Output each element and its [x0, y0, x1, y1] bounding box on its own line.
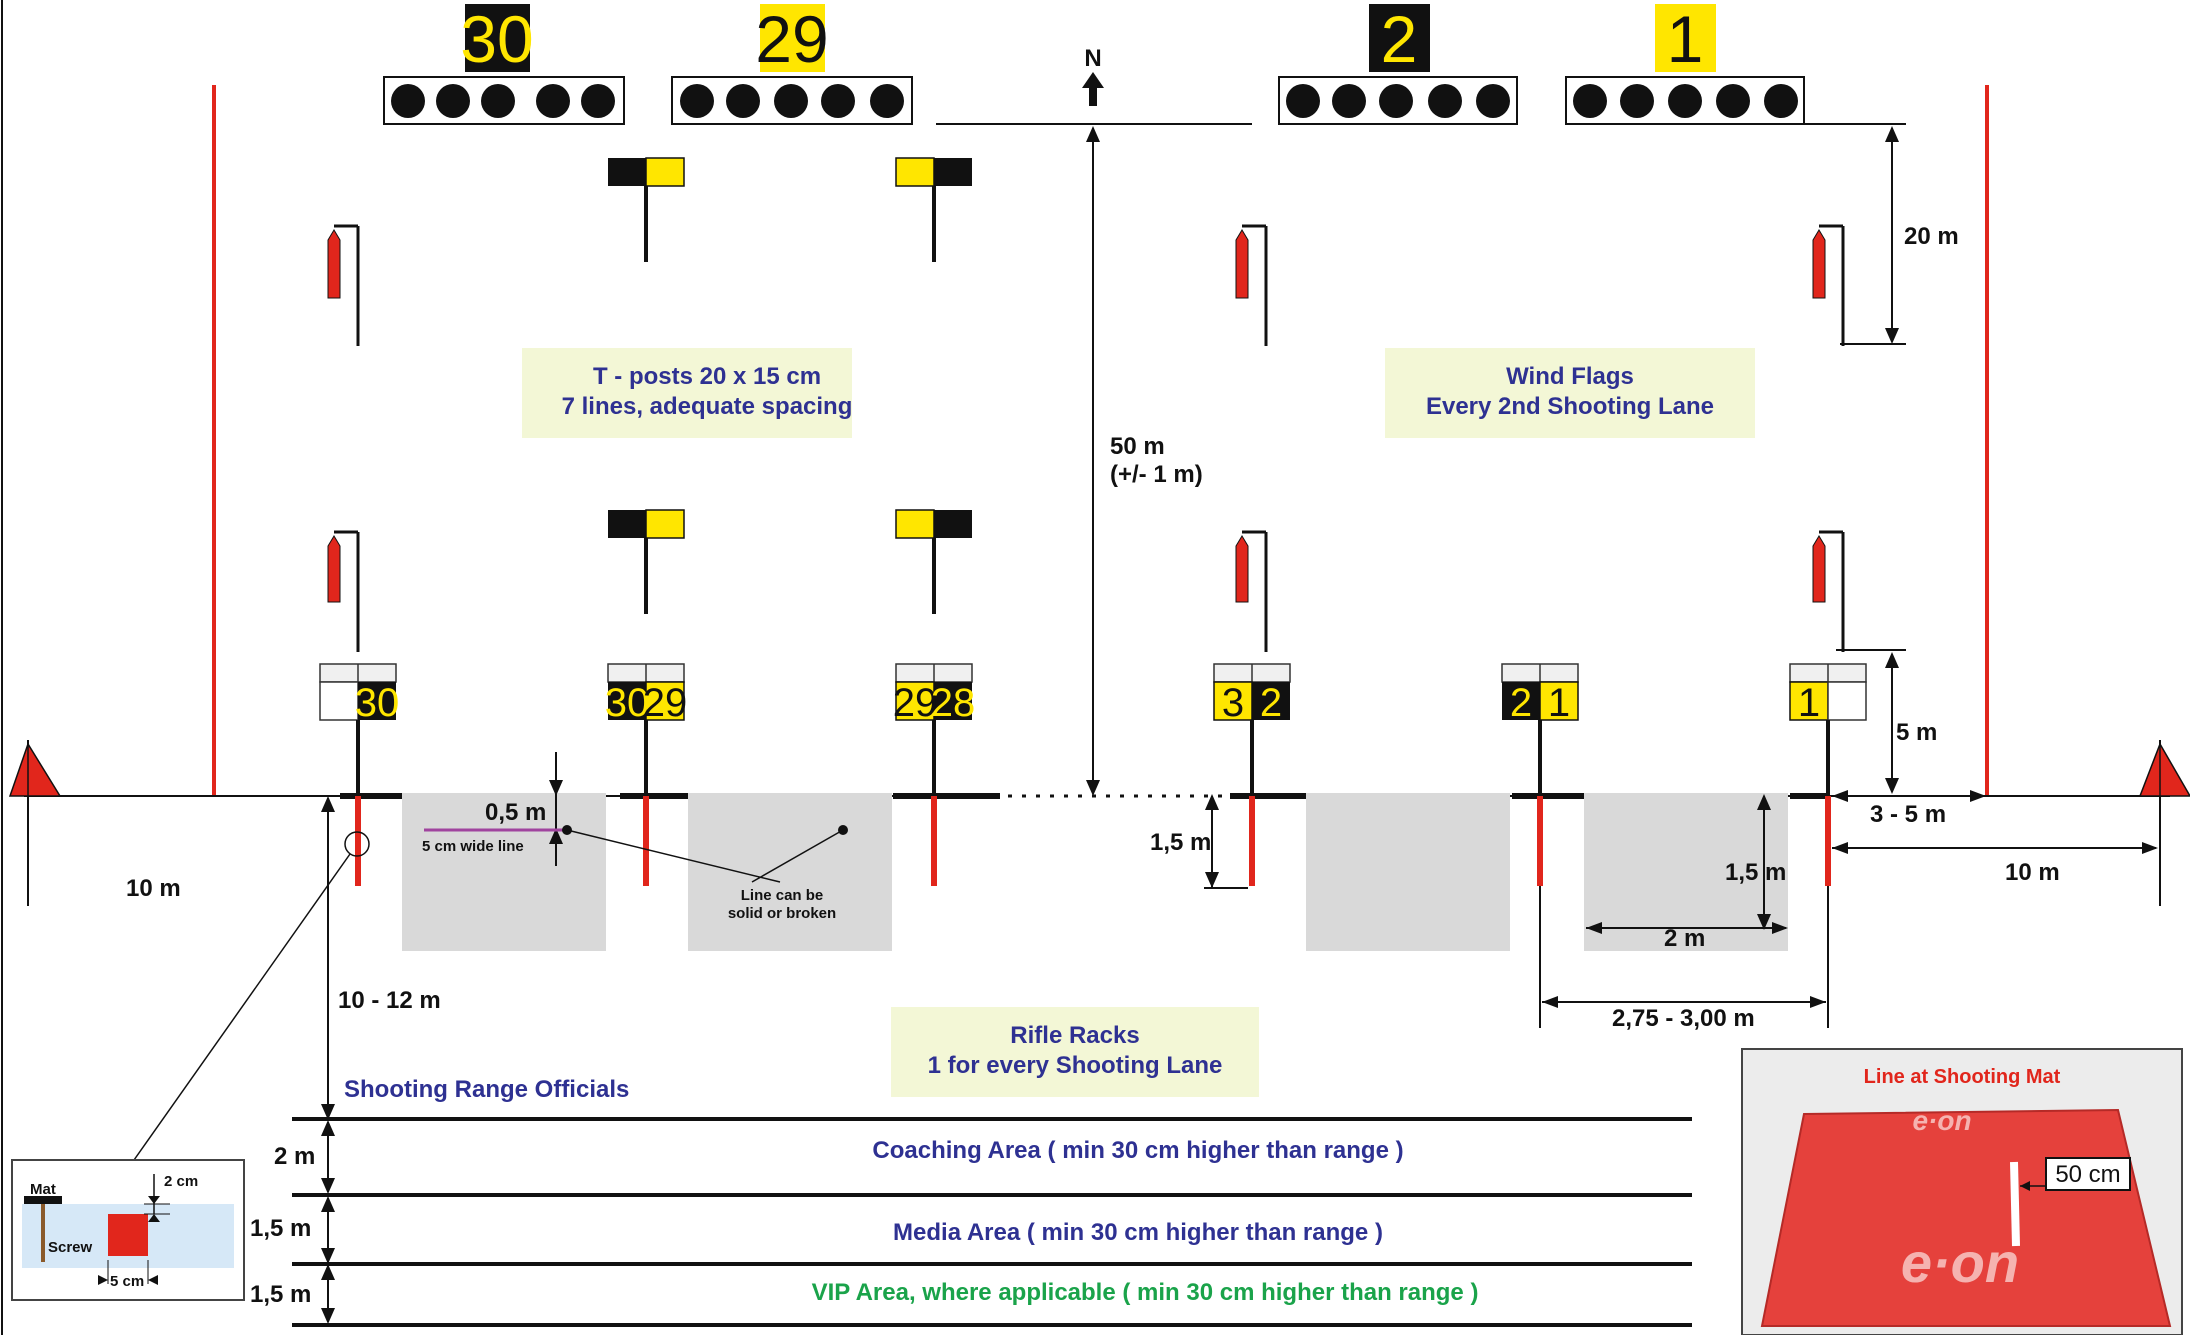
dim-1-5m-band1: 1,5 m [250, 1215, 311, 1242]
detail-callout-circle [344, 831, 370, 857]
line-note-2: solid or broken [728, 905, 836, 922]
wind-flag-icon [1235, 530, 1268, 652]
corner-flag-left-icon [8, 740, 62, 906]
vip-area: VIP Area, where applicable ( min 30 cm h… [812, 1279, 1479, 1306]
dim-50m-tolerance: (+/- 1 m) [1110, 461, 1203, 488]
lane-sign: 3 2 [1213, 663, 1291, 886]
mat-photo-inset: Line at Shooting Mat e·on e·on 50 cm [1741, 1048, 2183, 1335]
t-post [608, 157, 685, 262]
mat-white-line [2010, 1161, 2020, 1247]
dim-20m: 20 m [1904, 223, 1959, 250]
lane-number: 3 [1222, 681, 1244, 725]
note-line: T - posts 20 x 15 cm [593, 363, 821, 390]
lane-number: 29 [643, 681, 688, 725]
dim-1-5m-mat: 1,5 m [1725, 859, 1786, 886]
mat-logo-top: e·on [1912, 1105, 1971, 1136]
note-line: Rifle Racks [1010, 1022, 1139, 1049]
wind-flag-icon [1812, 224, 1845, 346]
wind-flag-icon [1812, 530, 1845, 652]
north-arrow-icon: N [1082, 45, 1104, 106]
note-line: Wind Flags [1506, 363, 1634, 390]
shooting-mat [1306, 793, 1510, 951]
lane-number: 1 [1548, 681, 1570, 725]
dim-1-5m-lane: 1,5 m [1150, 829, 1211, 856]
dim-2m-mat: 2 m [1664, 925, 1705, 952]
inset-2cm-label: 2 cm [164, 1173, 198, 1190]
dim-3-5m: 3 - 5 m [1870, 801, 1946, 828]
target-number: 2 [1381, 2, 1418, 76]
target-bank-2: 2 [1278, 2, 1518, 125]
note-wind-flags: Wind Flags Every 2nd Shooting Lane [1385, 348, 1755, 438]
note-line: Every 2nd Shooting Lane [1426, 393, 1714, 420]
corner-flag-right-icon [2138, 740, 2190, 906]
lane-number: 30 [605, 681, 650, 725]
target-bank-29: 29 [671, 2, 913, 125]
lane-sign: 30 29 [605, 663, 688, 886]
target-number: 29 [755, 2, 828, 76]
lane-sign: 30 [319, 663, 400, 886]
wind-flag-icon [327, 224, 360, 346]
lane-sign: 2 1 [1501, 663, 1579, 886]
label-5cm-line: 5 cm wide line [422, 838, 524, 855]
dim-10m-left: 10 m [126, 875, 181, 902]
wind-flag-icon [327, 530, 360, 652]
dim-10-12m: 10 - 12 m [338, 987, 441, 1014]
dim-2-75-3m: 2,75 - 3,00 m [1612, 1005, 1755, 1032]
shooting-mat [688, 793, 892, 951]
inset-screw-label: Screw [48, 1239, 93, 1256]
lane-number: 1 [1798, 681, 1820, 725]
wind-flag-icon [1235, 224, 1268, 346]
photo-measure: 50 cm [2055, 1161, 2120, 1188]
lane-number: 2 [1510, 681, 1532, 725]
lane-number: 28 [931, 681, 976, 725]
target-bank-1: 1 [1565, 2, 1805, 125]
target-bank-30: 30 [383, 2, 625, 125]
note-t-posts: T - posts 20 x 15 cm 7 lines, adequate s… [522, 348, 852, 438]
dim-1-5m-band2: 1,5 m [250, 1281, 311, 1308]
note-rifle-racks: Rifle Racks 1 for every Shooting Lane [891, 1007, 1259, 1097]
dim-2m-band: 2 m [274, 1143, 315, 1170]
lane-sign: 1 [1789, 663, 1867, 886]
note-line: 1 for every Shooting Lane [928, 1052, 1223, 1079]
lane-number: 29 [893, 681, 938, 725]
inset-mat-label: Mat [30, 1181, 56, 1198]
mat-logo-bottom: e·on [1901, 1231, 2019, 1294]
t-post [608, 509, 685, 614]
note-line: 7 lines, adequate spacing [562, 393, 853, 420]
dim-50m: 50 m [1110, 433, 1165, 460]
media-area: Media Area ( min 30 cm higher than range… [893, 1219, 1383, 1246]
north-label: N [1084, 45, 1101, 72]
officials-label: Shooting Range Officials [344, 1076, 629, 1103]
lane-number: 2 [1260, 681, 1282, 725]
line-note-1: Line can be [741, 887, 824, 904]
dim-5m: 5 m [1896, 719, 1937, 746]
dim-0-5m: 0,5 m [485, 799, 546, 826]
t-post [895, 157, 972, 262]
target-number: 1 [1667, 2, 1704, 76]
inset-5cm-label: 5 cm [110, 1273, 144, 1290]
lane-sign: 29 28 [893, 663, 976, 886]
shooting-mat [402, 793, 606, 951]
shooting-mat [1584, 793, 1788, 951]
t-post [895, 509, 972, 614]
dim-10m-right: 10 m [2005, 859, 2060, 886]
photo-title: Line at Shooting Mat [1864, 1066, 2061, 1088]
target-number: 30 [460, 2, 533, 76]
lane-number: 30 [355, 681, 400, 725]
detail-inset: Mat Screw 2 cm 5 cm [11, 1159, 245, 1301]
coaching-area: Coaching Area ( min 30 cm higher than ra… [872, 1137, 1403, 1164]
